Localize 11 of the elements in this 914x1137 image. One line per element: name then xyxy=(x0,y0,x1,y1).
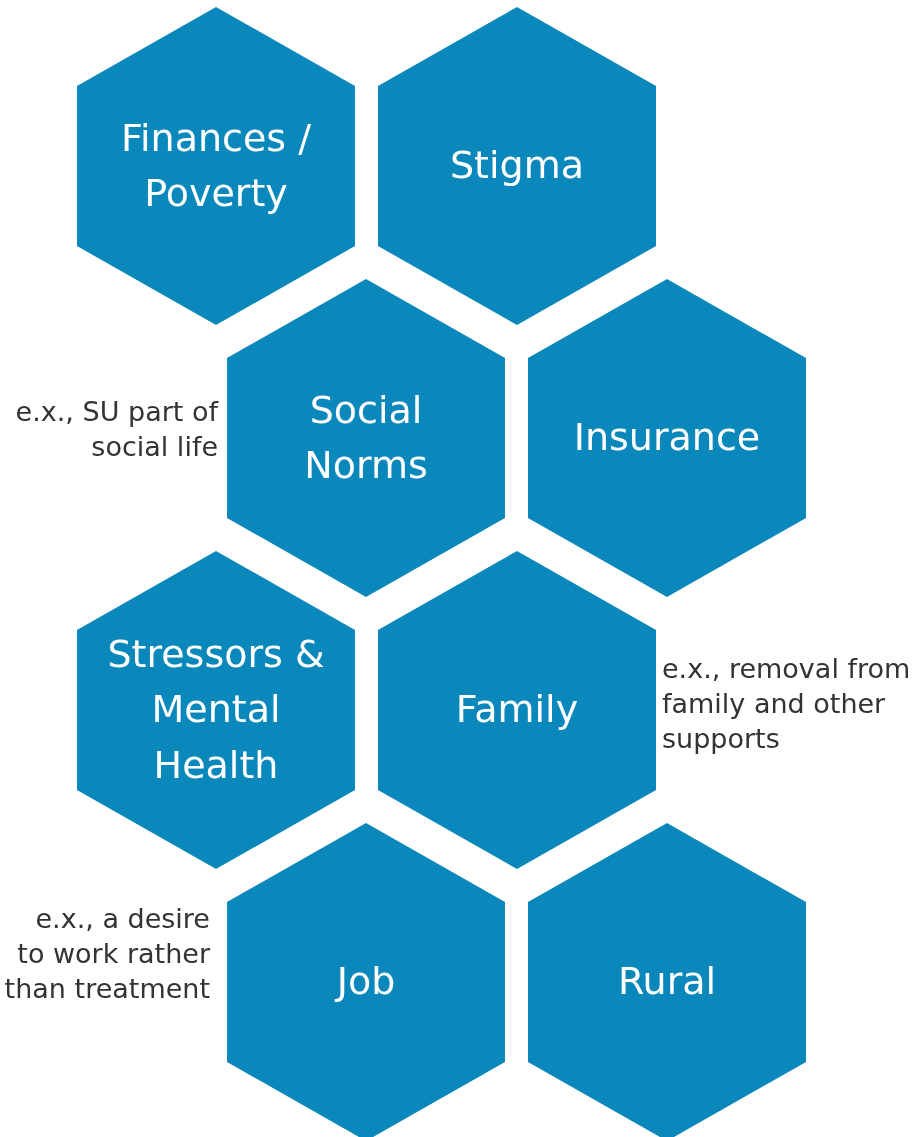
hexagon-label: Finances / Poverty xyxy=(119,114,313,217)
annotation-text: e.x., SU part of social life xyxy=(14,395,218,465)
hexagon-label: Family xyxy=(455,686,579,734)
hexagon-label: Stressors & Mental Health xyxy=(106,631,326,789)
annotation-text: e.x., a desire to work rather than treatment xyxy=(3,902,210,1007)
hexagon-label: Job xyxy=(336,958,396,1006)
annotation-text: e.x., removal from family and other supports xyxy=(662,652,912,757)
hexagon-label: Stigma xyxy=(450,142,584,190)
hexagon-label: Rural xyxy=(617,958,717,1006)
hexagon-label: Insurance xyxy=(573,414,761,462)
hexagon-label: Social Norms xyxy=(303,386,429,489)
